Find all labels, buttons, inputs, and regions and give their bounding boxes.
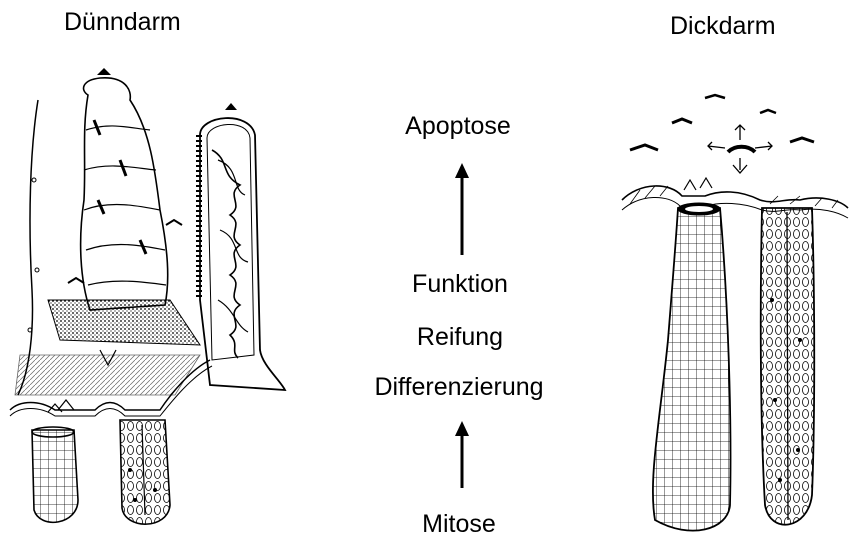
small-intestine-illustration [10, 68, 285, 524]
large-intestine-illustration [622, 95, 848, 531]
lower-arrow [455, 421, 469, 488]
upper-arrow [455, 163, 469, 255]
